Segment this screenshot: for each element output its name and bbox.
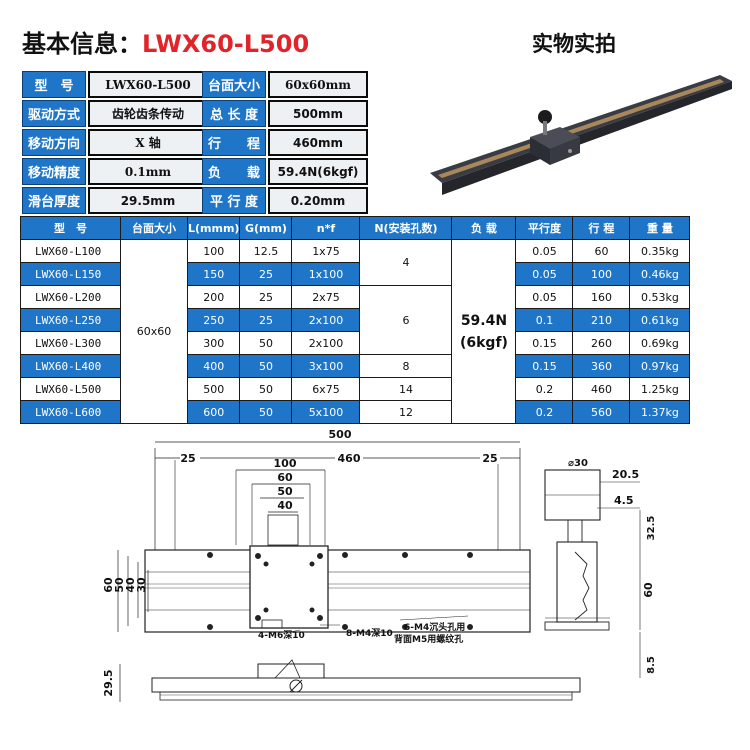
column-header: 重 量 (629, 216, 691, 240)
side-dim-50: 50 (113, 577, 126, 593)
model-table: 型 号 台面大小 L(mmm) G(mm) n*f N(安装孔数) 负 载 平行… (20, 216, 691, 424)
hole-count-cell: 14 (359, 377, 453, 401)
dim-50: 50 (277, 485, 293, 498)
table-row: LWX60-L200 200 25 2x75 6 0.05 160 0.53kg (20, 285, 691, 355)
dim-25-right: 25 (482, 452, 497, 465)
spec-value: 460mm (268, 129, 368, 156)
dim-8-5: 8.5 (646, 656, 657, 674)
dim-20-5: 20.5 (612, 468, 639, 481)
dim-25-left: 25 (180, 452, 195, 465)
spec-value: 29.5mm (88, 187, 208, 214)
table-row: LWX60-L250 250 25 2x100 0.1 210 0.61kg (20, 308, 691, 332)
column-header: 行 程 (572, 216, 631, 240)
hole-count-cell: 12 (359, 400, 453, 424)
spec-value: LWX60-L500 (88, 71, 208, 98)
note-thread: 背面M5用螺纹孔 (394, 633, 463, 645)
spec-value: 齿轮齿条传动 (88, 100, 208, 127)
product-photo (430, 75, 732, 195)
column-header: L(mmm) (186, 216, 241, 240)
column-header: 型 号 (20, 216, 121, 240)
dim-460: 460 (338, 452, 361, 465)
dim-end-60: 60 (642, 582, 655, 598)
technical-drawing: 500 25 460 25 100 60 50 40 (102, 428, 657, 702)
hole-count-cell: 8 (359, 354, 453, 378)
page-title: 基本信息：LWX60-L500 (22, 30, 310, 58)
column-header: N(安装孔数) (359, 216, 453, 240)
dim-100: 100 (274, 457, 297, 470)
spec-label: 总 长 度 (202, 100, 266, 127)
dim-4-5: 4.5 (614, 494, 634, 507)
table-row: LWX60-L100 60x60 100 12.5 1x75 4 59.4N(6… (20, 239, 691, 424)
dim-500: 500 (329, 428, 352, 441)
hole-count-cell: 6 (359, 285, 453, 355)
dim-32-5: 32.5 (646, 516, 657, 541)
column-header: 平行度 (515, 216, 574, 240)
dim-d30: ⌀30 (568, 458, 588, 469)
spec-value: 500mm (268, 100, 368, 127)
dim-29-5: 29.5 (102, 669, 115, 696)
note-m4: 8-M4深10 (346, 627, 393, 639)
column-header: 负 载 (451, 216, 517, 240)
dim-40: 40 (277, 499, 293, 512)
column-header: n*f (291, 216, 361, 240)
load-cell: 59.4N(6kgf) (451, 239, 517, 424)
side-dim-40: 40 (124, 577, 137, 593)
column-header: G(mm) (239, 216, 293, 240)
spec-label: 移动精度 (22, 158, 86, 185)
table-row: LWX60-L400 400 50 3x100 8 0.15 360 0.97k… (20, 354, 691, 378)
hole-count-cell: 4 (359, 239, 453, 286)
table-row: LWX60-L500 500 50 6x75 14 0.2 460 1.25kg (20, 377, 691, 401)
spec-label: 平 行 度 (202, 187, 266, 214)
title-model: LWX60-L500 (142, 30, 310, 58)
column-header: 台面大小 (120, 216, 188, 240)
spec-value: 59.4N(6kgf) (268, 158, 368, 185)
photo-title: 实物实拍 (532, 32, 616, 56)
side-dim-60: 60 (102, 577, 115, 593)
spec-label: 台面大小 (202, 71, 266, 98)
table-row: LWX60-L300 300 50 2x100 0.15 260 0.69kg (20, 331, 691, 355)
table-header-row: 型 号 台面大小 L(mmm) G(mm) n*f N(安装孔数) 负 载 平行… (20, 216, 691, 240)
spec-label: 移动方向 (22, 129, 86, 156)
side-dim-30: 30 (135, 577, 148, 593)
spec-label: 滑台厚度 (22, 187, 86, 214)
spec-value: 0.1mm (88, 158, 208, 185)
table-row: LWX60-L600 600 50 5x100 12 0.2 560 1.37k… (20, 400, 691, 424)
spec-value: 60x60mm (268, 71, 368, 98)
dim-60: 60 (277, 471, 293, 484)
note-countersunk: 6-M4沉头孔用 (404, 621, 465, 633)
spec-label: 驱动方式 (22, 100, 86, 127)
front-view: 29.5 (102, 659, 581, 702)
spec-value: 0.20mm (268, 187, 368, 214)
spec-value: X 轴 (88, 129, 208, 156)
stage-size-cell: 60x60 (120, 239, 188, 424)
end-view: ⌀30 20.5 4.5 32.5 60 8.5 (544, 458, 657, 678)
note-m6: 4-M6深10 (258, 629, 305, 641)
spec-label: 负 载 (202, 158, 266, 185)
spec-label: 型 号 (22, 71, 86, 98)
top-view: 500 25 460 25 100 60 50 40 (102, 428, 531, 645)
table-row: LWX60-L150 150 25 1x100 0.05 100 0.46kg (20, 262, 691, 286)
spec-label: 行 程 (202, 129, 266, 156)
